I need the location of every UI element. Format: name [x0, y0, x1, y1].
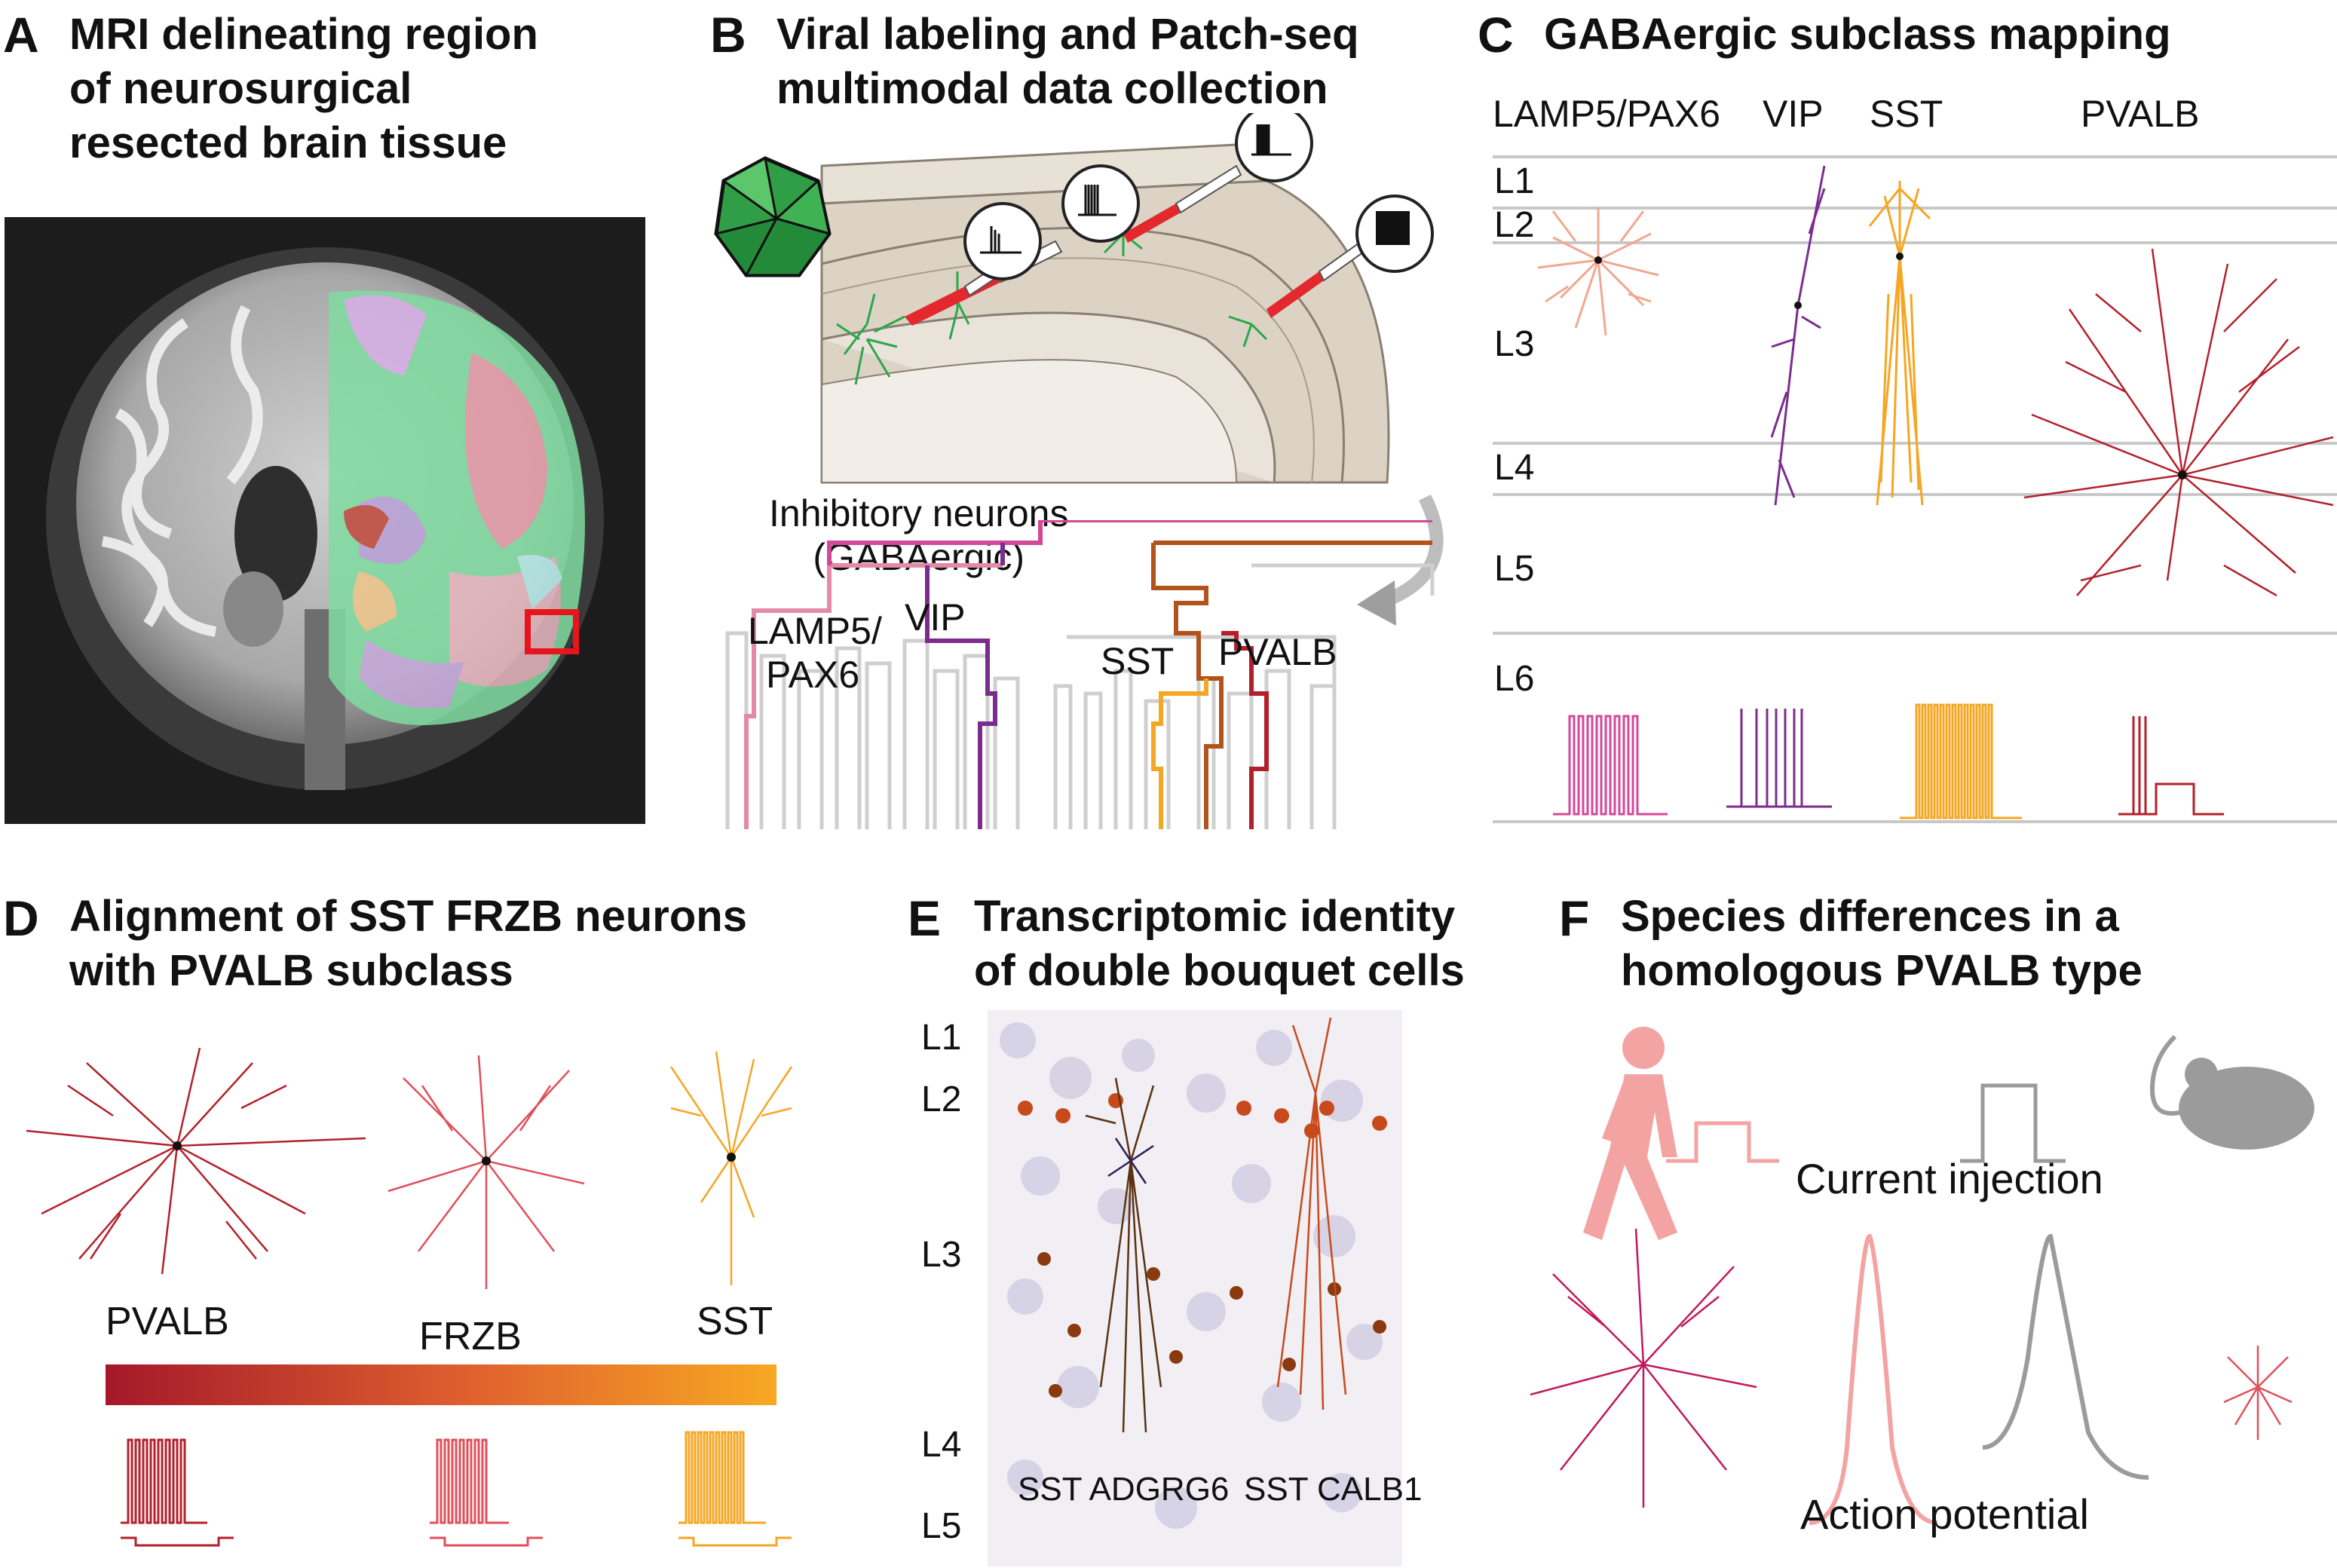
subclass-label: VIP: [1763, 93, 1824, 135]
type-label: FRZB: [419, 1315, 522, 1358]
panel-letter: A: [3, 7, 39, 63]
layer-label: L5: [1494, 549, 1534, 589]
species-comparison: Current injection Action potential: [1530, 1027, 2314, 1538]
cell-label: SST ADGRG6: [1018, 1471, 1229, 1508]
layer-label: L2: [1494, 205, 1534, 245]
lamp5-neuron: [1537, 207, 1659, 336]
sst-neuron: [669, 1051, 793, 1285]
panel-letter: E: [908, 890, 942, 946]
action-potential-label: Action potential: [1800, 1490, 2089, 1538]
panel-title: Species differences in a homologous PVAL…: [1621, 890, 2143, 998]
title-line: Species differences in a: [1621, 892, 2119, 941]
sst-calb1-neuron: [1276, 1017, 1347, 1410]
layer-label: L6: [1494, 659, 1534, 699]
panel-b: B Viral labeling and Patch-seq multimoda…: [678, 0, 1478, 837]
layer-label: L2: [921, 1080, 961, 1119]
tree-label-line: Inhibitory neurons: [769, 492, 1069, 534]
panel-letter: C: [1478, 7, 1514, 63]
current-injection-label: Current injection: [1796, 1155, 2103, 1202]
human-pvalb-neuron: [1530, 1228, 1757, 1508]
vip-neuron: [1770, 165, 1826, 506]
brain-mri-icon: [5, 217, 645, 824]
layer-label: L3: [1494, 324, 1534, 364]
clade-label-lamp5: LAMP5/ PAX6: [748, 609, 882, 697]
title-line: resected brain tissue: [69, 118, 507, 167]
title-line: with PVALB subclass: [69, 946, 513, 995]
aav-capsid-icon: [714, 156, 832, 277]
panel-title: Transcriptomic identity of double bouque…: [974, 890, 1465, 998]
title-line: MRI delineating region: [69, 10, 538, 59]
layer-label: L5: [921, 1506, 961, 1546]
mouse-pvalb-neuron: [2223, 1346, 2293, 1440]
morphology-row: PVALB FRZB SST: [26, 1048, 793, 1547]
sst-adgrg6-neuron: [1085, 1077, 1162, 1433]
clade-label-vip: VIP: [905, 596, 966, 639]
title-line: Transcriptomic identity: [974, 892, 1456, 941]
layer-label: L4: [921, 1425, 961, 1465]
resection-box: [525, 609, 579, 654]
pvalb-neuron: [26, 1048, 366, 1275]
human-walking-icon: [1583, 1027, 1677, 1240]
subclass-label: SST: [1870, 93, 1943, 135]
subclass-label: LAMP5/PAX6: [1493, 93, 1721, 135]
type-label: SST: [697, 1300, 773, 1343]
panel-title: GABAergic subclass mapping: [1544, 10, 2171, 59]
subclass-label: PVALB: [2081, 93, 2200, 135]
sst-neuron: [1868, 181, 1931, 506]
clade-line: PAX6: [766, 654, 860, 696]
panel-c: C GABAergic subclass mapping LAMP5/PAX6 …: [1478, 0, 2337, 837]
continuum-bar: [106, 1364, 776, 1405]
mouse-icon: [2149, 1034, 2314, 1150]
panel-e: E Transcriptomic identity of double bouq…: [890, 874, 1508, 1566]
curved-arrow-icon: [1357, 494, 1444, 626]
title-line: Alignment of SST FRZB neurons: [69, 892, 747, 941]
panel-d: D Alignment of SST FRZB neurons with PVA…: [0, 874, 874, 1566]
panel-title: Viral labeling and Patch-seq multimodal …: [776, 8, 1359, 116]
panel-title: MRI delineating region of neurosurgical …: [69, 8, 538, 170]
ish-image: L1 L2 L3 L4 L5 SST ADGRG6 SST CALB1: [921, 1010, 1422, 1566]
layer-label: L1: [921, 1018, 961, 1058]
clade-line: LAMP5/: [748, 610, 882, 652]
panel-letter: B: [710, 7, 746, 63]
panel-f: F Species differences in a homologous PV…: [1515, 874, 2337, 1566]
panel-letter: F: [1559, 890, 1590, 946]
title-line: of neurosurgical: [69, 64, 412, 113]
type-label: PVALB: [106, 1300, 229, 1343]
dendrogram: [725, 520, 1435, 829]
clade-label-pvalb: PVALB: [1218, 631, 1337, 673]
title-line: homologous PVALB type: [1621, 946, 2143, 995]
clade-label-sst: SST: [1101, 640, 1175, 682]
pvalb-neuron: [2023, 248, 2334, 597]
panel-letter: D: [3, 890, 39, 946]
cell-label: SST CALB1: [1244, 1471, 1422, 1508]
frzb-neuron: [387, 1055, 585, 1289]
title-line: Viral labeling and Patch-seq: [776, 10, 1359, 59]
slice-schematic: [714, 113, 1434, 484]
layer-label: L4: [1494, 448, 1534, 488]
layer-chart: L1 L2 L3 L4 L5 L6: [1493, 155, 2337, 823]
title-line: multimodal data collection: [776, 64, 1328, 113]
layer-label: L1: [1494, 161, 1534, 201]
title-line: of double bouquet cells: [974, 946, 1465, 995]
panel-a: A MRI delineating region of neurosurgica…: [0, 0, 663, 837]
layer-label: L3: [921, 1235, 961, 1275]
panel-title: Alignment of SST FRZB neurons with PVALB…: [69, 890, 747, 998]
